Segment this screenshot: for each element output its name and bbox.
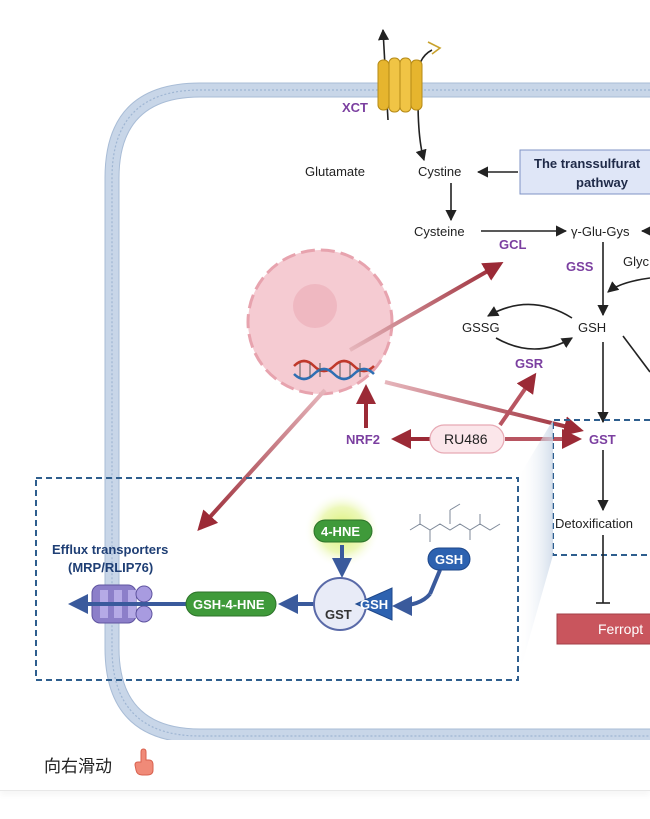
arrow-gsh-gssg <box>487 303 573 319</box>
arrow-ru486-gsr <box>498 372 537 427</box>
cell-membrane <box>104 82 650 740</box>
efflux-label: Efflux transporters <box>52 542 168 557</box>
gsh-molecule-pill <box>427 547 471 571</box>
arrow-glycine <box>607 277 650 293</box>
ferroptosis-label: Ferropt <box>598 621 643 637</box>
ru486-pill <box>429 424 505 454</box>
gssg-label: GSSG <box>462 320 500 335</box>
conjugate-label: GSH-4-HNE <box>193 597 265 612</box>
cysteine-label: Cysteine <box>414 224 465 239</box>
glyc-label: Glyc <box>623 254 650 269</box>
gst-enzyme-icon <box>313 577 393 631</box>
pointing-hand-icon <box>134 748 154 776</box>
transsulfuration-label-2: pathway <box>576 175 629 190</box>
gsh-bound-label: GSH <box>360 597 388 612</box>
xct-label: XCT <box>342 100 368 115</box>
efflux-label-2: (MRP/RLIP76) <box>68 560 153 575</box>
line-gsh-right <box>622 335 650 373</box>
nrf2-label: NRF2 <box>346 432 380 447</box>
gamma-glu-gys-label: γ-Glu-Gys <box>571 224 630 239</box>
arrow-gssg-gsh <box>495 337 573 350</box>
gsh-main-label: GSH <box>578 320 606 335</box>
transsulfuration-label: The transsulfurat <box>534 156 641 171</box>
gsh-structure-icon <box>409 503 501 542</box>
gsh-molecule-label: GSH <box>435 552 463 567</box>
glutamate-label: Glutamate <box>305 164 365 179</box>
gst-enzyme-label: GST <box>325 607 352 622</box>
detoxification-label: Detoxification <box>555 516 633 531</box>
hne-label: 4-HNE <box>321 524 360 539</box>
detox-zoom-box <box>35 477 519 681</box>
gst-main-label: GST <box>589 432 616 447</box>
hne-pill <box>313 519 373 543</box>
swipe-hint-text: 向右滑动 <box>44 757 112 777</box>
xct-transporter-icon <box>377 28 442 162</box>
zoom-connector <box>518 420 553 678</box>
gsh-4-hne-pill <box>185 591 277 617</box>
arrow-gsh-molecule-gst <box>392 592 432 616</box>
cystine-label: Cystine <box>418 164 461 179</box>
dna-icon <box>293 359 375 381</box>
arrow-gsh-molecule-stem <box>428 569 442 595</box>
footer-bar <box>0 740 650 791</box>
gcl-label: GCL <box>499 237 527 252</box>
transsulfuration-box <box>519 149 650 195</box>
ferroptosis-pathway-diagram: XCT Glutamate Cystine The transsulfurat … <box>35 28 650 740</box>
arrow-dna-efflux <box>197 388 327 531</box>
gsr-label: GSR <box>515 356 544 371</box>
gss-label: GSS <box>566 259 594 274</box>
ru486-label: RU486 <box>444 431 488 447</box>
arrow-dna-gcl <box>349 262 504 352</box>
arrow-dna-gst <box>384 380 584 436</box>
ferroptosis-box <box>556 613 650 645</box>
